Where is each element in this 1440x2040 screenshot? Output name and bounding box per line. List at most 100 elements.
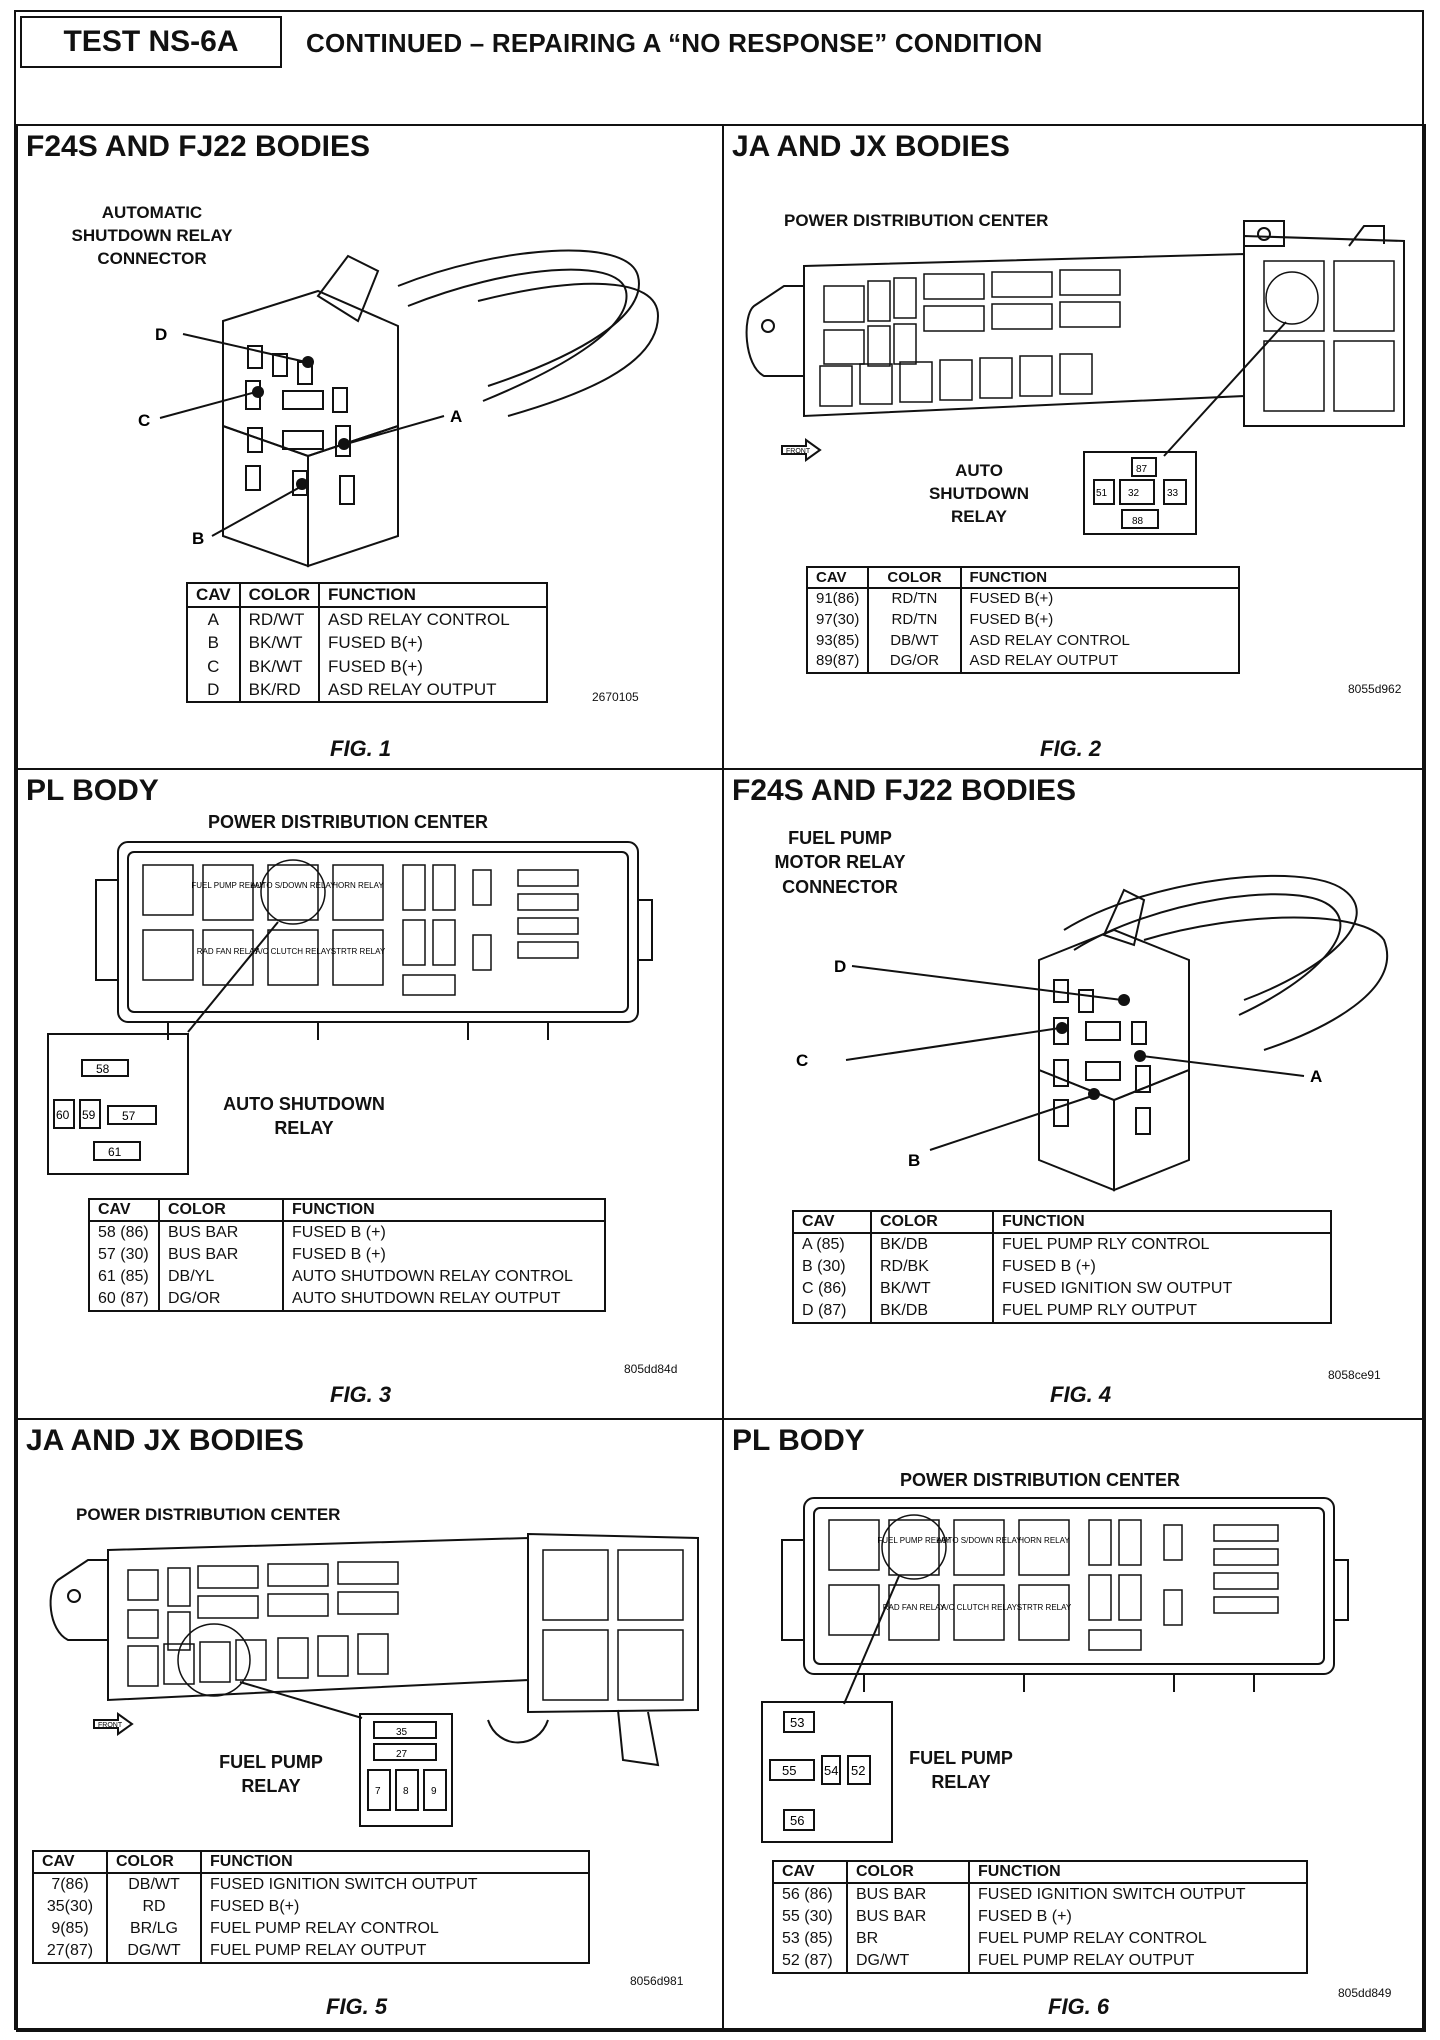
fig3-term-57: 57 (122, 1109, 136, 1123)
fig2-pdc-drawing: FRONT 87 51 32 33 88 (745, 220, 1405, 535)
fig1-pin-c: C (138, 411, 150, 430)
fig6-pdc-rad-fan-relay: RAD FAN RELAY (883, 1603, 946, 1612)
fig3-pdc-rad-fan-relay: RAD FAN RELAY (197, 947, 260, 956)
fig4-pin-a: A (1310, 1067, 1322, 1086)
fig5-term-35: 35 (396, 1727, 408, 1738)
fig3-pdc-label: POWER DISTRIBUTION CENTER (208, 812, 489, 832)
fig2-term-32: 32 (1128, 488, 1140, 499)
fig6-col-function: FUNCTION (968, 1860, 1308, 1884)
fig4-col-function: FUNCTION (992, 1210, 1332, 1234)
fig5-pdc-label: POWER DISTRIBUTION CENTER (76, 1505, 341, 1524)
fig4-connector-drawing: D C A B (796, 874, 1388, 1192)
fig2-col-color: COLOR (867, 566, 962, 589)
fig3-pdc-ac-clutch-relay: A/C CLUTCH RELAY (255, 947, 332, 956)
fig1-caption: FIG. 1 (330, 736, 392, 761)
fig2-term-87: 87 (1136, 464, 1148, 475)
fig5-caption: FIG. 5 (326, 1994, 388, 2019)
fig5-col-cav: CAV (32, 1850, 108, 1874)
fig3-col-color: COLOR (158, 1198, 284, 1222)
fig6-term-55: 55 (782, 1763, 796, 1778)
fig2-caption: FIG. 2 (1040, 736, 1102, 761)
fig3-caption: FIG. 3 (330, 1382, 392, 1407)
fig5-col-color: COLOR (106, 1850, 202, 1874)
fig2-panel: JA AND JX BODIES POWER DISTRIBUTION CENT… (722, 124, 1426, 770)
fig4-pin-c: C (796, 1051, 808, 1070)
fig6-term-53: 53 (790, 1715, 804, 1730)
fig1-col-function: FUNCTION (318, 582, 549, 608)
fig4-pin-b: B (908, 1151, 920, 1170)
fig1-connector-drawing: D C A B (138, 249, 660, 568)
fig1-connector-label: AUTOMATIC SHUTDOWN RELAY CONNECTOR (71, 203, 233, 268)
fig6-pdc-label: POWER DISTRIBUTION CENTER (900, 1470, 1181, 1490)
page-title: CONTINUED – REPAIRING A “NO RESPONSE” CO… (306, 28, 1043, 58)
fig5-pdc-drawing: FRONT 35 27 7 8 9 (49, 1532, 699, 1827)
fig2-code: 8055d962 (1348, 682, 1402, 696)
fig2-pdc-label: POWER DISTRIBUTION CENTER (784, 211, 1049, 230)
fig5-heading: JA AND JX BODIES (26, 1424, 304, 1457)
fig5-panel: JA AND JX BODIES POWER DISTRIBUTION CENT… (16, 1418, 724, 2032)
fig2-col-cav: CAV (805, 566, 870, 589)
fig2-heading: JA AND JX BODIES (732, 130, 1010, 163)
fig3-col-function: FUNCTION (282, 1198, 606, 1222)
fig3-pdc-fuel-pump-relay: FUEL PUMP RELAY (191, 881, 265, 890)
fig3-pdc-auto-sdown-relay: AUTO S/DOWN RELAY (250, 881, 336, 890)
fig3-term-61: 61 (108, 1145, 122, 1159)
fig1-heading: F24S AND FJ22 BODIES (26, 130, 370, 163)
fig2-term-51: 51 (1096, 488, 1108, 499)
fig2-col-function: FUNCTION (959, 566, 1240, 589)
fig3-heading: PL BODY (26, 774, 159, 807)
fig1-pin-a: A (450, 407, 462, 426)
fig1-code: 2670105 (592, 690, 639, 704)
fig4-connector-label: FUEL PUMP MOTOR RELAY CONNECTOR (774, 828, 906, 897)
fig5-term-9: 9 (431, 1786, 437, 1797)
fig4-panel: F24S AND FJ22 BODIES FUEL PUMP MOTOR REL… (722, 768, 1426, 1420)
fig5-term-7: 7 (375, 1786, 381, 1797)
test-id-box: TEST NS-6A (20, 16, 282, 68)
fig5-term-8: 8 (403, 1786, 409, 1797)
fig6-term-54: 54 (824, 1763, 838, 1778)
page-frame: TEST NS-6A CONTINUED – REPAIRING A “NO R… (14, 10, 1426, 2032)
fig1-panel: F24S AND FJ22 BODIES AUTOMATIC SHUTDOWN … (16, 124, 724, 770)
fig6-pdc-strtr-relay: STRTR RELAY (1017, 1603, 1072, 1612)
fig4-pin-d: D (834, 957, 846, 976)
fig6-col-color: COLOR (846, 1860, 970, 1884)
fig6-pdc-ac-clutch-relay: A/C CLUTCH RELAY (941, 1603, 1018, 1612)
fig3-term-58: 58 (96, 1062, 110, 1076)
fig6-panel: PL BODY POWER DISTRIBUTION CENTER (722, 1418, 1426, 2032)
fig6-relay-label: FUEL PUMP RELAY (909, 1748, 1013, 1793)
fig6-pdc-fuel-pump-relay: FUEL PUMP RELAY (877, 1536, 951, 1545)
fig1-pin-d: D (155, 325, 167, 344)
fig4-code: 8058ce91 (1328, 1368, 1381, 1382)
fig6-caption: FIG. 6 (1048, 1994, 1110, 2019)
fig4-caption: FIG. 4 (1050, 1382, 1112, 1407)
fig3-term-59: 59 (82, 1108, 96, 1122)
fig3-relay-label: AUTO SHUTDOWN RELAY (223, 1094, 385, 1139)
fig5-col-function: FUNCTION (200, 1850, 590, 1874)
fig3-panel: PL BODY POWER DISTRIBUTION CENTER (16, 768, 724, 1420)
fig3-code: 805dd84d (624, 1362, 678, 1376)
fig2-term-88: 88 (1132, 516, 1144, 527)
fig3-term-60: 60 (56, 1108, 70, 1122)
